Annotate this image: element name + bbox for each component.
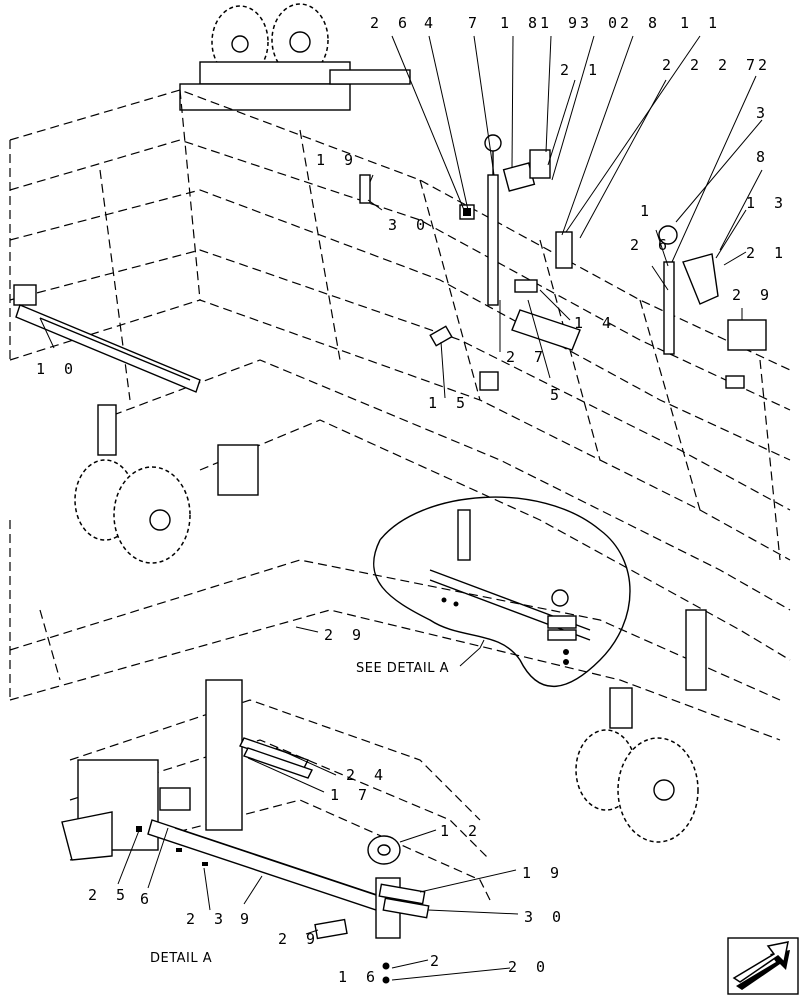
callout-18: 1 8	[500, 14, 542, 32]
top-wheel-assembly	[179, 3, 411, 111]
callout-28: 2 8	[620, 14, 662, 32]
see-detail-a-label: SEE DETAIL A	[356, 661, 449, 676]
right-wheel-assembly	[575, 609, 707, 843]
callout-29: 2 9	[732, 286, 774, 304]
left-wheel-assembly	[74, 404, 259, 564]
callout-14: 1 4	[574, 314, 616, 332]
callout-12: 1 2	[440, 822, 482, 840]
callout-8: 8	[756, 148, 770, 166]
callout-10: 1 0	[36, 360, 78, 378]
callout-30: 3 0	[524, 908, 566, 926]
callout-19: 1 9	[540, 14, 582, 32]
callout-25: 2 5	[88, 886, 130, 904]
next-page-arrow-icon	[732, 941, 790, 990]
central-mast	[459, 134, 581, 351]
callout-20: 2 0	[508, 958, 550, 976]
callout-6: 6	[140, 890, 154, 908]
callout-26: 2 6	[370, 14, 412, 32]
callout-29: 2 9	[324, 626, 366, 644]
callout-4: 4	[424, 14, 438, 32]
leader-lines	[39, 35, 763, 981]
callout-30: 3 0	[580, 14, 622, 32]
callout-17: 1 7	[330, 786, 372, 804]
callout-16: 1 6	[338, 968, 380, 986]
detail-a-outline	[373, 496, 631, 688]
callout-15: 1 5	[428, 394, 470, 412]
callout-22: 2 2	[662, 56, 704, 74]
callout-19: 1 9	[316, 151, 358, 169]
callout-labels: 2 6 4 7 1 8 1 9 3 0 2 8 1 1 2 1 2 2 2 7 …	[36, 14, 788, 986]
callout-30: 3 0	[388, 216, 430, 234]
callout-29: 2 9	[278, 930, 320, 948]
callout-21: 2 1	[746, 244, 788, 262]
left-bar-assembly	[13, 284, 201, 393]
decals	[359, 174, 499, 391]
callout-2: 2	[758, 56, 772, 74]
callout-23: 2 3	[186, 910, 228, 928]
callout-27: 2 7	[718, 56, 760, 74]
callout-26: 2 6	[630, 236, 672, 254]
callout-21: 2 1	[560, 61, 602, 79]
right-mast	[658, 225, 767, 389]
main-frame	[9, 89, 791, 741]
callout-7: 7	[468, 14, 482, 32]
callout-3: 3	[756, 104, 770, 122]
callout-27: 2 7	[506, 348, 548, 366]
callout-19: 1 9	[522, 864, 564, 882]
callout-1: 1	[640, 202, 654, 220]
detail-a-drawing	[61, 679, 491, 984]
callout-11: 1 1	[680, 14, 722, 32]
callout-2: 2	[430, 952, 444, 970]
callout-5: 5	[550, 386, 564, 404]
detail-a-small-parts	[429, 509, 591, 665]
callout-9: 9	[240, 910, 254, 928]
next-page-button[interactable]	[727, 937, 799, 995]
callout-13: 1 3	[746, 194, 788, 212]
detail-a-label: DETAIL A	[150, 951, 212, 966]
callout-24: 2 4	[346, 766, 388, 784]
